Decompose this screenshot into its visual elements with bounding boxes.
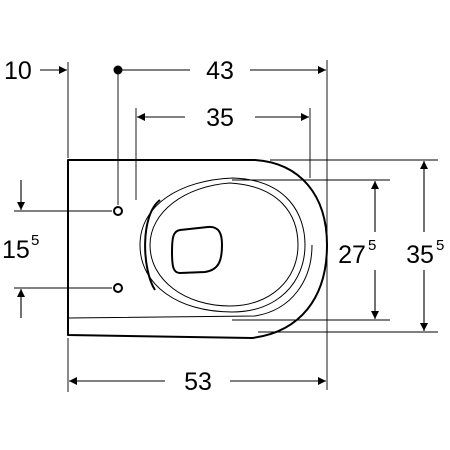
dim-top-width-label: 43 (206, 57, 234, 85)
extension-lines (14, 60, 438, 392)
bowl-rim-front-line (144, 199, 161, 291)
toilet-body (67, 159, 328, 339)
dim-top-offset-label: 10 (4, 57, 32, 85)
toilet-inner-rim (67, 244, 313, 319)
dim-inner-height: 27 5 (338, 181, 379, 319)
dim-fixing-distance-label: 15 (2, 236, 30, 264)
dim-inner-height-label: 27 (338, 241, 366, 269)
fixing-hole-bottom (113, 283, 123, 293)
dim-fixing-distance: 15 5 (2, 180, 39, 318)
toilet-outer-outline (67, 159, 328, 339)
dim-fixing-distance-sup: 5 (31, 232, 39, 249)
bowl-inner-ellipse (149, 182, 299, 307)
dim-inner-width: 35 (137, 104, 309, 132)
dim-total-length: 53 (69, 368, 326, 396)
dim-total-length-label: 53 (184, 368, 212, 396)
dim-total-height-label: 35 (406, 241, 434, 269)
dim-top-width: 43 (113, 57, 326, 85)
outlet-shape (171, 225, 223, 274)
dim-top-offset: 10 (4, 57, 67, 85)
dim-total-height: 35 5 (406, 161, 444, 331)
dim-inner-width-label: 35 (206, 104, 234, 132)
dim-inner-height-sup: 5 (368, 237, 376, 254)
fixing-hole-top (113, 206, 123, 216)
dim-total-height-sup: 5 (436, 237, 444, 254)
